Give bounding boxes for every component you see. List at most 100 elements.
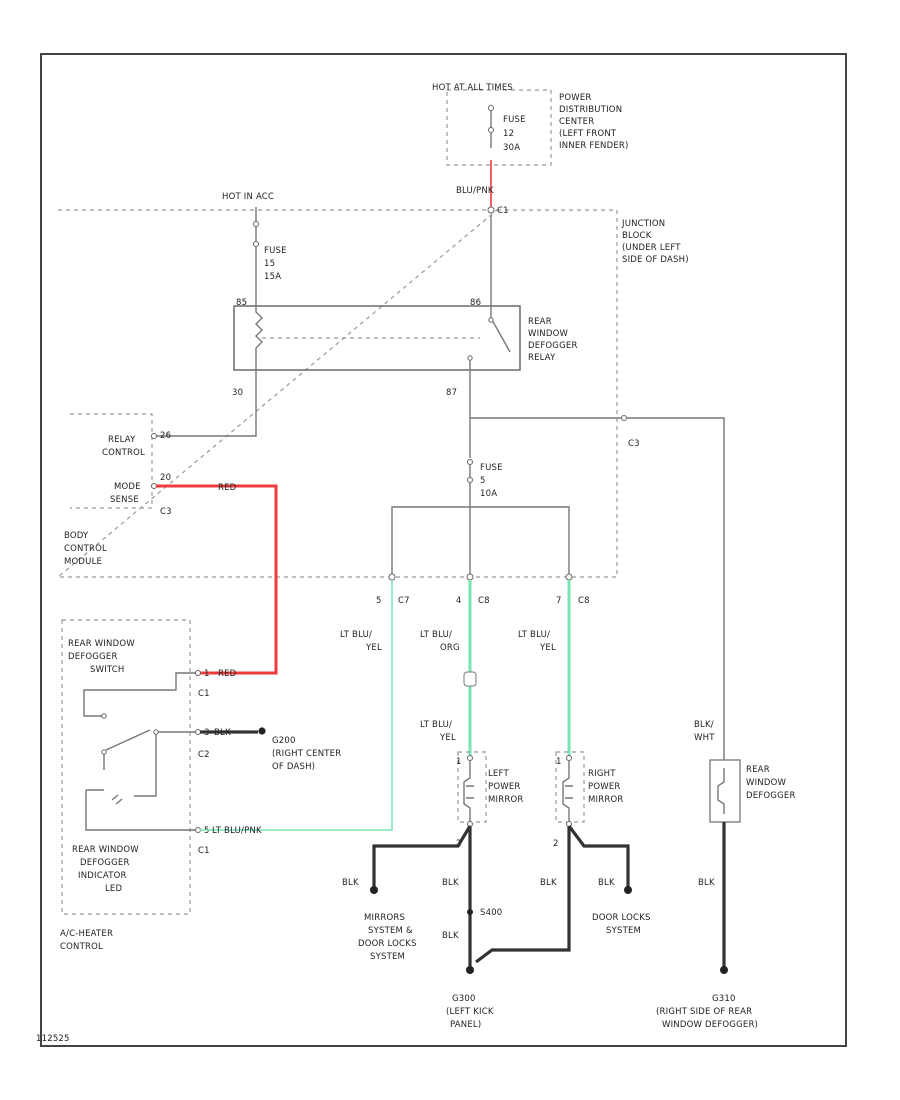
s400-label: S400 [480, 908, 502, 918]
wire-blk-e-label: BLK [540, 878, 557, 888]
bcm-pin-20-label: 20 [160, 473, 171, 483]
door-locks-line1: DOOR LOCKS [592, 913, 651, 923]
right-mirror-pin1: 1 [556, 757, 562, 767]
wire-blk-1-label: BLK [214, 728, 231, 738]
door-locks-line2: SYSTEM [606, 926, 641, 936]
relay-pin-87: 87 [446, 388, 457, 398]
door-locks-connector [624, 886, 632, 894]
switch-pin-3 [195, 729, 201, 735]
jb-name: JUNCTION BLOCK (UNDER LEFT SIDE OF DASH) [621, 219, 689, 265]
switch-pin-5-label: 5 [204, 826, 210, 836]
defogger-relay-box [233, 305, 521, 371]
wire-blk-mirror-right-to-door-locks [567, 825, 630, 890]
jb-name-line2: BLOCK [622, 231, 652, 241]
g300-line1: G300 [452, 994, 476, 1004]
pdc-hot-label: HOT AT ALL TIMES [432, 83, 513, 93]
inline-connector [463, 671, 477, 687]
bcm-pin-26-label: 26 [160, 431, 171, 441]
wire-splice-bus [391, 506, 570, 576]
wire-lt-blu-pnk-label: LT BLU/PNK [212, 826, 262, 836]
switch-pin-1-label: 1 [204, 669, 210, 679]
jb-fuse5-rating: 10A [480, 489, 497, 499]
mirrors-sys-line1: MIRRORS [364, 913, 405, 923]
wire-ltbluyel1-line1: LT BLU/ [340, 630, 372, 640]
pdc-name-line3: CENTER [559, 117, 594, 127]
relay-name-line2: WINDOW [528, 329, 569, 339]
bcm-name-line3: MODULE [64, 557, 102, 567]
ground-g310 [720, 966, 728, 974]
g200-line2: (RIGHT CENTER [272, 749, 341, 759]
jb-pin-4-num: 4 [456, 596, 462, 606]
defogger-switch [83, 672, 196, 831]
indicator-line1: REAR WINDOW [72, 845, 139, 855]
wire-red-label-1: RED [218, 483, 237, 493]
jb-name-line1: JUNCTION [621, 219, 665, 229]
switch-pin-1 [195, 670, 201, 676]
switch-c2-label: C2 [198, 750, 210, 760]
wire-ltbluorg-line1: LT BLU/ [420, 630, 452, 640]
g300-line3: PANEL) [450, 1020, 481, 1030]
ac-control-line1: A/C-HEATER [60, 929, 113, 939]
left-mirror-pin1: 1 [456, 757, 462, 767]
relay-pin-30: 30 [232, 388, 243, 398]
wire-lt-blu-pnk [200, 580, 393, 831]
ground-g300 [466, 966, 474, 974]
wire-to-defogger [470, 417, 725, 760]
g200-line3: OF DASH) [272, 762, 315, 772]
g310-line1: G310 [712, 994, 736, 1004]
relay-name: REAR WINDOW DEFOGGER RELAY [528, 317, 577, 363]
switch-c1-label: C1 [198, 689, 210, 699]
ground-g200 [258, 727, 266, 735]
indicator-line2: DEFOGGER [80, 858, 130, 868]
wire-blk-a-label: BLK [342, 878, 359, 888]
g200-line1: G200 [272, 736, 296, 746]
switch-name-line2: DEFOGGER [68, 652, 118, 662]
pdc-name-line5: INNER FENDER) [559, 141, 629, 151]
defogger-line1: REAR [746, 765, 770, 775]
jb-fuse15-rating: 15A [264, 272, 281, 282]
wire-ltbluorg-line2: ORG [440, 643, 460, 653]
bcm-pin-26 [151, 433, 157, 439]
bcm-box [70, 413, 153, 509]
bcm-conn-label: C3 [160, 507, 172, 517]
bcm-pin-20 [151, 483, 157, 489]
wire-blu-pnk-label: BLU/PNK [456, 186, 494, 196]
pdc-fuse-number: 12 [503, 129, 514, 139]
jb-pin-c8-4 [466, 573, 474, 581]
defogger-line3: DEFOGGER [746, 791, 796, 801]
wire-blk-c-label: BLK [442, 931, 459, 941]
ac-heater-control-box [61, 619, 191, 915]
jb-c3-label: C3 [628, 439, 640, 449]
pdc-name-line2: DISTRIBUTION [559, 105, 622, 115]
indicator-led-label: REAR WINDOW DEFOGGER INDICATOR LED [72, 845, 139, 894]
pdc-fuse-rating: 30A [503, 143, 520, 153]
right-mirror-line2: POWER [588, 782, 621, 792]
jb-name-line4: SIDE OF DASH) [622, 255, 689, 265]
jb-fuse-5: FUSE 5 10A [467, 459, 503, 576]
defogger-relay-contact [467, 215, 511, 390]
relay-name-line4: RELAY [528, 353, 556, 363]
relay-pin-85: 85 [236, 298, 247, 308]
mirrors-sys-line2: SYSTEM & [368, 926, 413, 936]
wire-blk-right-mirror-ground [475, 826, 571, 964]
right-mirror-pin2: 2 [553, 839, 559, 849]
left-mirror-line1: LEFT [488, 769, 509, 779]
switch-name-line3: SWITCH [90, 665, 125, 675]
bcm-relay-control-line1: RELAY [108, 435, 136, 445]
bcm-name-line2: CONTROL [64, 544, 107, 554]
jb-fuse5-label: FUSE [480, 463, 503, 473]
junction-block-box [56, 209, 618, 578]
pdc-box [446, 89, 552, 166]
jb-fuse5-number: 5 [480, 476, 486, 486]
left-power-mirror [457, 751, 487, 827]
switch-pin-5 [195, 827, 201, 833]
left-mirror-line3: MIRROR [488, 795, 523, 805]
pdc-name-line4: (LEFT FRONT [559, 129, 617, 139]
jb-pin-5-num: 5 [376, 596, 382, 606]
wire-blk-b-label: BLK [442, 878, 459, 888]
jb-pin-5-conn: C7 [398, 596, 410, 606]
wire-ltbluyel1-line2: YEL [365, 643, 382, 653]
jb-name-line3: (UNDER LEFT [622, 243, 681, 253]
left-mirror-line2: POWER [488, 782, 521, 792]
